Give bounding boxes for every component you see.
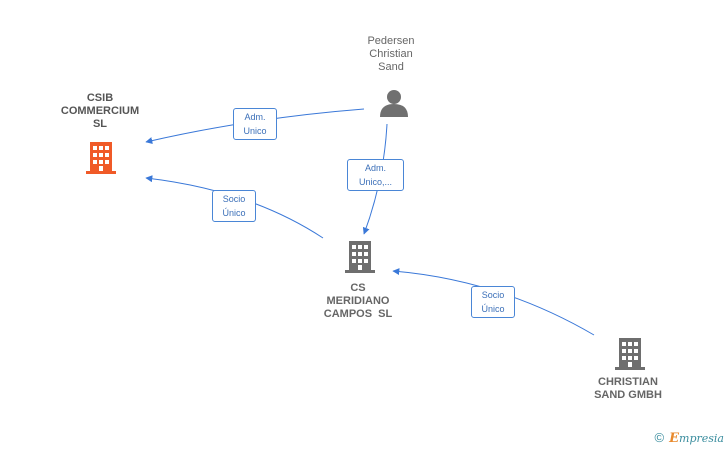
node-label-line: SAND GMBH [594, 389, 662, 401]
node-label-line: Christian [369, 48, 413, 60]
node-label-line: CSIB [86, 92, 114, 104]
node-label-line: MERIDIANO [326, 295, 390, 307]
node-label-line: CS [350, 282, 366, 294]
brand-name: mpresia [679, 432, 724, 445]
node-label-pedersen[interactable]: Pedersen Christian Sand [346, 35, 436, 74]
node-label-csib[interactable]: CSIB COMMERCIUM SL [46, 92, 154, 131]
node-label-line: COMMERCIUM [60, 105, 140, 117]
building-icon[interactable] [615, 338, 645, 370]
edge-label-line: Socio [481, 290, 505, 300]
edge-label-line: Unico,... [358, 177, 392, 187]
edge-label-line: Único [222, 208, 246, 218]
node-label-cs-meridiano[interactable]: CS MERIDIANO CAMPOS SL [308, 282, 408, 321]
brand-logo-letter: E [669, 431, 680, 446]
node-label-line: Sand [378, 61, 404, 73]
edge-label-socio-unico-2[interactable]: Socio Único [471, 286, 515, 318]
empresia-watermark: © Empresia [654, 430, 724, 446]
edge-label-adm-unico-more[interactable]: Adm. Unico,... [347, 159, 404, 191]
edge-label-line: Adm. [244, 112, 266, 122]
node-label-line: SL [92, 118, 108, 130]
copyright-icon: © [654, 430, 665, 445]
edge-label-adm-unico[interactable]: Adm. Unico [233, 108, 277, 140]
edge-label-line: Adm. [364, 163, 386, 173]
node-label-line: Pedersen [367, 35, 415, 47]
edge-label-socio-unico[interactable]: Socio Único [212, 190, 256, 222]
node-label-line: CAMPOS SL [323, 308, 393, 320]
node-label-christian-sand-gmbh[interactable]: CHRISTIAN SAND GMBH [578, 376, 678, 402]
node-label-line: CHRISTIAN [598, 376, 658, 388]
building-icon[interactable] [345, 241, 375, 273]
building-icon[interactable] [86, 142, 116, 174]
edge-label-line: Unico [243, 126, 267, 136]
person-icon[interactable] [380, 90, 408, 117]
edge-label-line: Socio [222, 194, 246, 204]
edge-label-line: Único [481, 304, 505, 314]
